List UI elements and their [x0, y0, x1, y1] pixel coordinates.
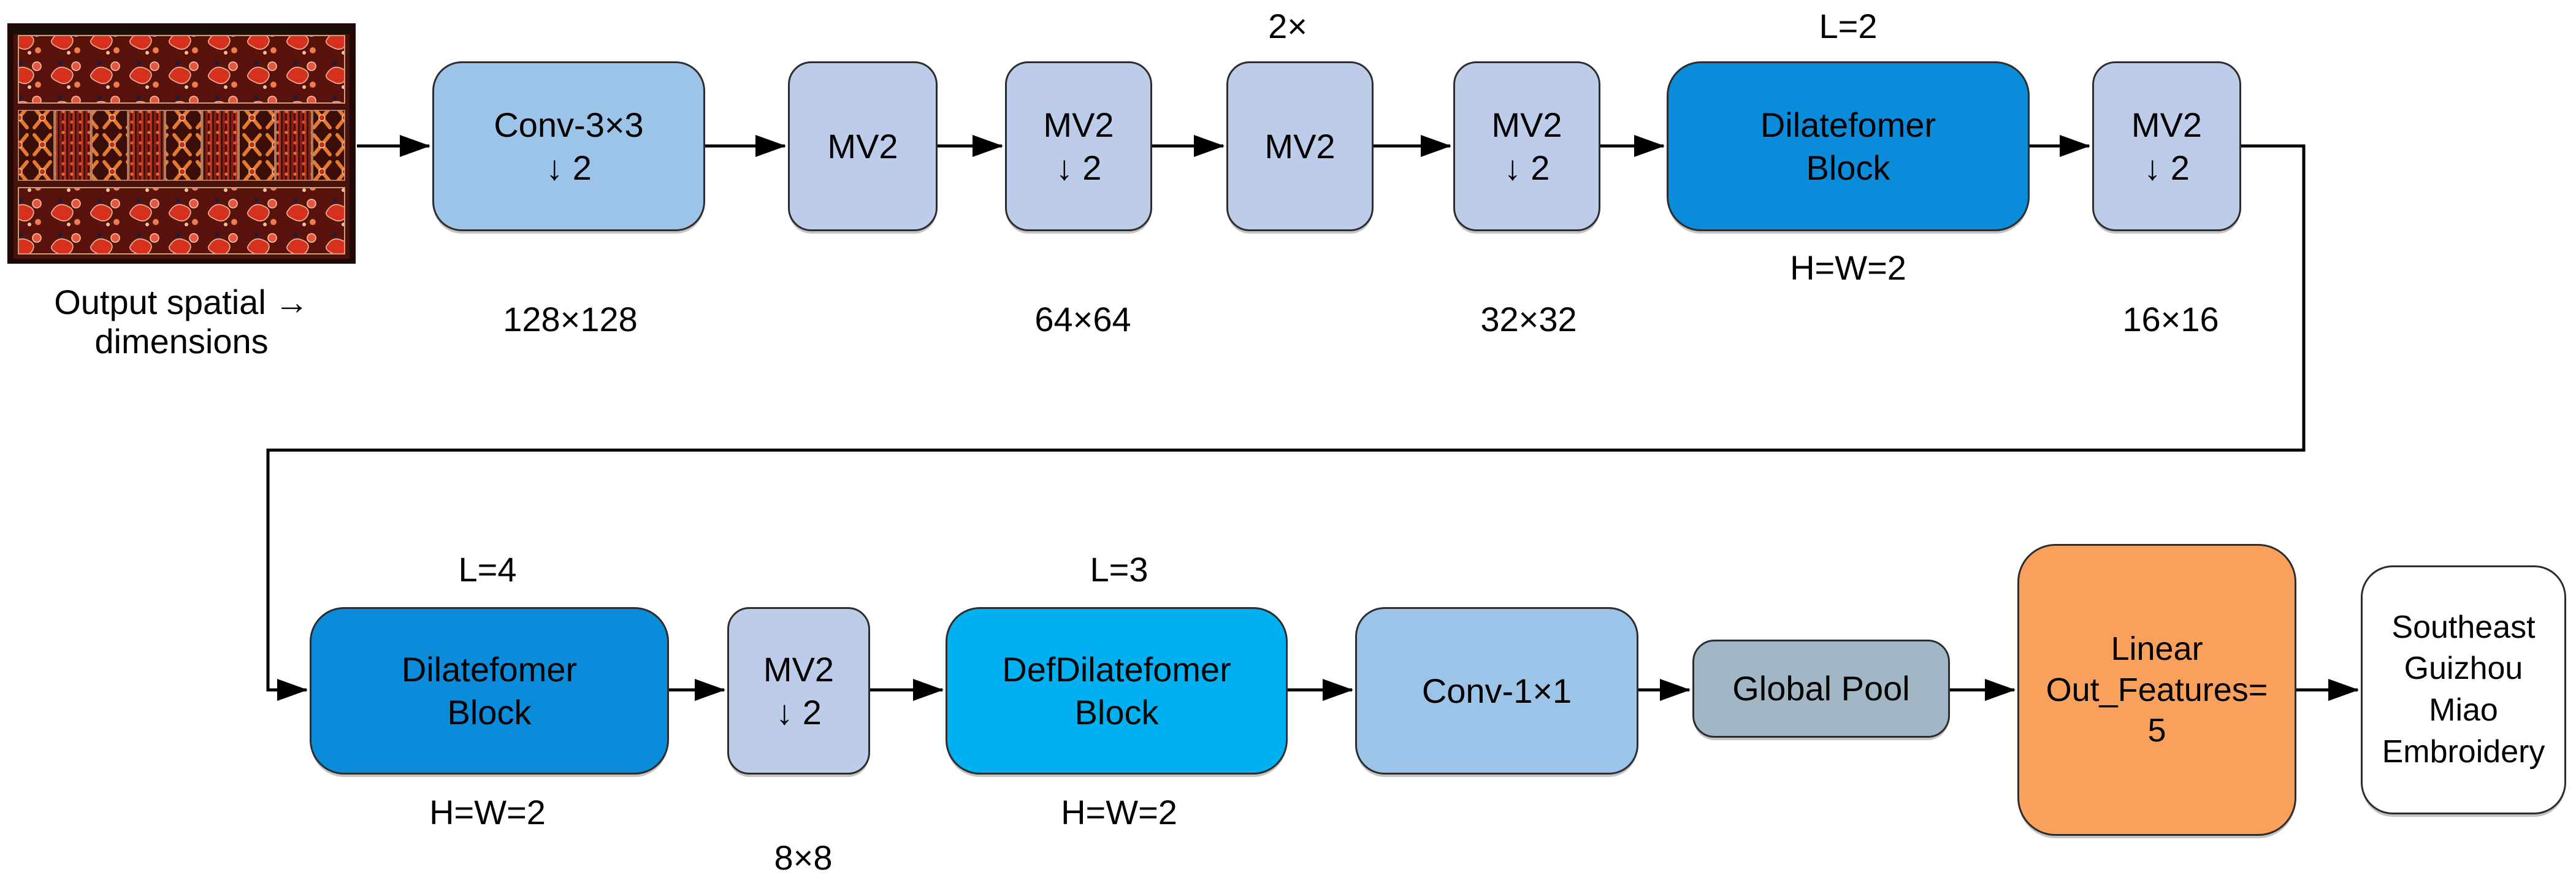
- input-caption-line2: dimensions: [94, 322, 269, 361]
- block-dilatefomer-1: Dilatefomer Block: [1667, 61, 2030, 231]
- block-label: MV2: [827, 126, 898, 166]
- elbow-row1-to-row2: [266, 144, 2306, 701]
- block-mv2-1: MV2: [788, 61, 938, 231]
- annotation-hw2-stage-row1: H=W=2: [1790, 248, 1906, 287]
- block-mv2-down2-2: MV2 ↓ 2: [1453, 61, 1600, 231]
- annotation-layers-l2: L=2: [1819, 7, 1878, 45]
- block-mv2-down2-3: MV2 ↓ 2: [2092, 61, 2241, 231]
- block-mv2-down2-4: MV2 ↓ 2: [727, 607, 870, 775]
- annotation-dim-128x128: 128×128: [503, 300, 638, 339]
- embroidery-art: [7, 23, 356, 264]
- input-caption-text: Output spatial: [54, 283, 266, 321]
- block-label: Global Pool: [1732, 669, 1910, 708]
- block-output-class: Southeast Guizhou Miao Embroidery: [2361, 565, 2566, 814]
- annotation-hw2-stage-row2a: H=W=2: [429, 793, 546, 832]
- block-label: Dilatefomer Block: [1760, 105, 1936, 187]
- block-dilatefomer-2: Dilatefomer Block: [310, 607, 669, 775]
- annotation-dim-16x16: 16×16: [2122, 300, 2219, 339]
- block-defdilatefomer: DefDilatefomer Block: [946, 607, 1288, 775]
- block-label: Southeast Guizhou Miao Embroidery: [2382, 609, 2545, 770]
- block-label: Dilatefomer Block: [401, 650, 578, 732]
- block-label: MV2 ↓ 2: [1043, 105, 1114, 187]
- block-label: MV2 ↓ 2: [1491, 105, 1562, 187]
- block-conv1x1: Conv-1×1: [1355, 607, 1638, 775]
- annotation-dim-32x32: 32×32: [1480, 300, 1577, 339]
- block-label: Conv-3×3 ↓ 2: [494, 105, 644, 187]
- annotation-repeat-2x: 2×: [1268, 7, 1307, 45]
- block-label: Linear Out_Features= 5: [2046, 630, 2268, 749]
- block-mv2-repeat2x: MV2: [1226, 61, 1374, 231]
- block-label: MV2 ↓ 2: [2131, 105, 2203, 187]
- annotation-dim-64x64: 64×64: [1034, 300, 1131, 339]
- block-label: MV2 ↓ 2: [763, 650, 835, 732]
- block-global-pool: Global Pool: [1692, 640, 1950, 738]
- block-label: MV2: [1264, 126, 1336, 166]
- input-embroidery-image: [7, 23, 356, 264]
- annotation-hw2-stage-row2b: H=W=2: [1061, 793, 1177, 832]
- input-caption-line1: Output spatial→: [7, 282, 356, 322]
- block-conv3x3-down2: Conv-3×3 ↓ 2: [432, 61, 705, 231]
- block-label: Conv-1×1: [1421, 671, 1572, 710]
- caption-right-arrow-icon: →: [274, 283, 309, 321]
- annotation-layers-l3: L=3: [1090, 550, 1148, 589]
- block-linear-outfeatures-5: Linear Out_Features= 5: [2017, 544, 2296, 836]
- block-label: DefDilatefomer Block: [1002, 650, 1231, 732]
- annotation-dim-8x8: 8×8: [774, 838, 833, 877]
- annotation-layers-l4: L=4: [458, 550, 517, 589]
- block-mv2-down2-1: MV2 ↓ 2: [1005, 61, 1152, 231]
